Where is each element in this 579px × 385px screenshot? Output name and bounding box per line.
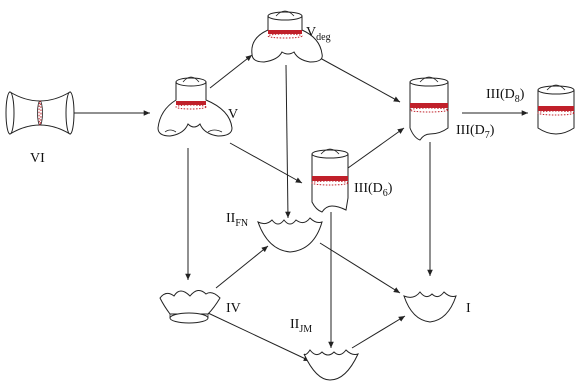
surface-V [157,76,233,137]
surface-Vdeg [251,10,323,63]
surface-VI [5,91,75,135]
surface-IIJM [303,349,359,381]
surface-IIID6 [311,148,349,213]
label-V: V [228,107,238,122]
surface-IIFN [257,217,323,253]
label-IV: IV [226,301,241,316]
label-I: I [466,301,471,316]
label-IIFN: IIFN [226,211,248,229]
label-IIJM: IIJM [290,317,312,335]
label-IIID8: III(D8) [486,87,525,105]
label-IIID6: III(D6) [354,181,393,199]
edge-Vdeg-IIFN [285,64,291,219]
edge-IIID6-IIID7 [347,127,405,169]
label-VI: VI [30,151,45,166]
edge-IIJM-I [351,315,406,349]
edge-Vdeg-IIID7 [319,57,401,103]
edge-V-IIID6 [229,142,303,184]
surface-IIID7 [409,76,449,141]
edge-IV-IIJM [207,312,311,362]
edge-V-Vdeg [209,54,253,89]
label-IIID7: III(D7) [456,123,495,141]
surface-IIID8 [537,84,575,135]
surface-I [403,291,457,323]
edges [68,54,528,362]
edge-IIFN-I [319,242,401,294]
label-Vdeg: Vdeg [306,25,331,43]
surface-IV [159,290,221,324]
edge-IV-IIFN [215,245,269,289]
